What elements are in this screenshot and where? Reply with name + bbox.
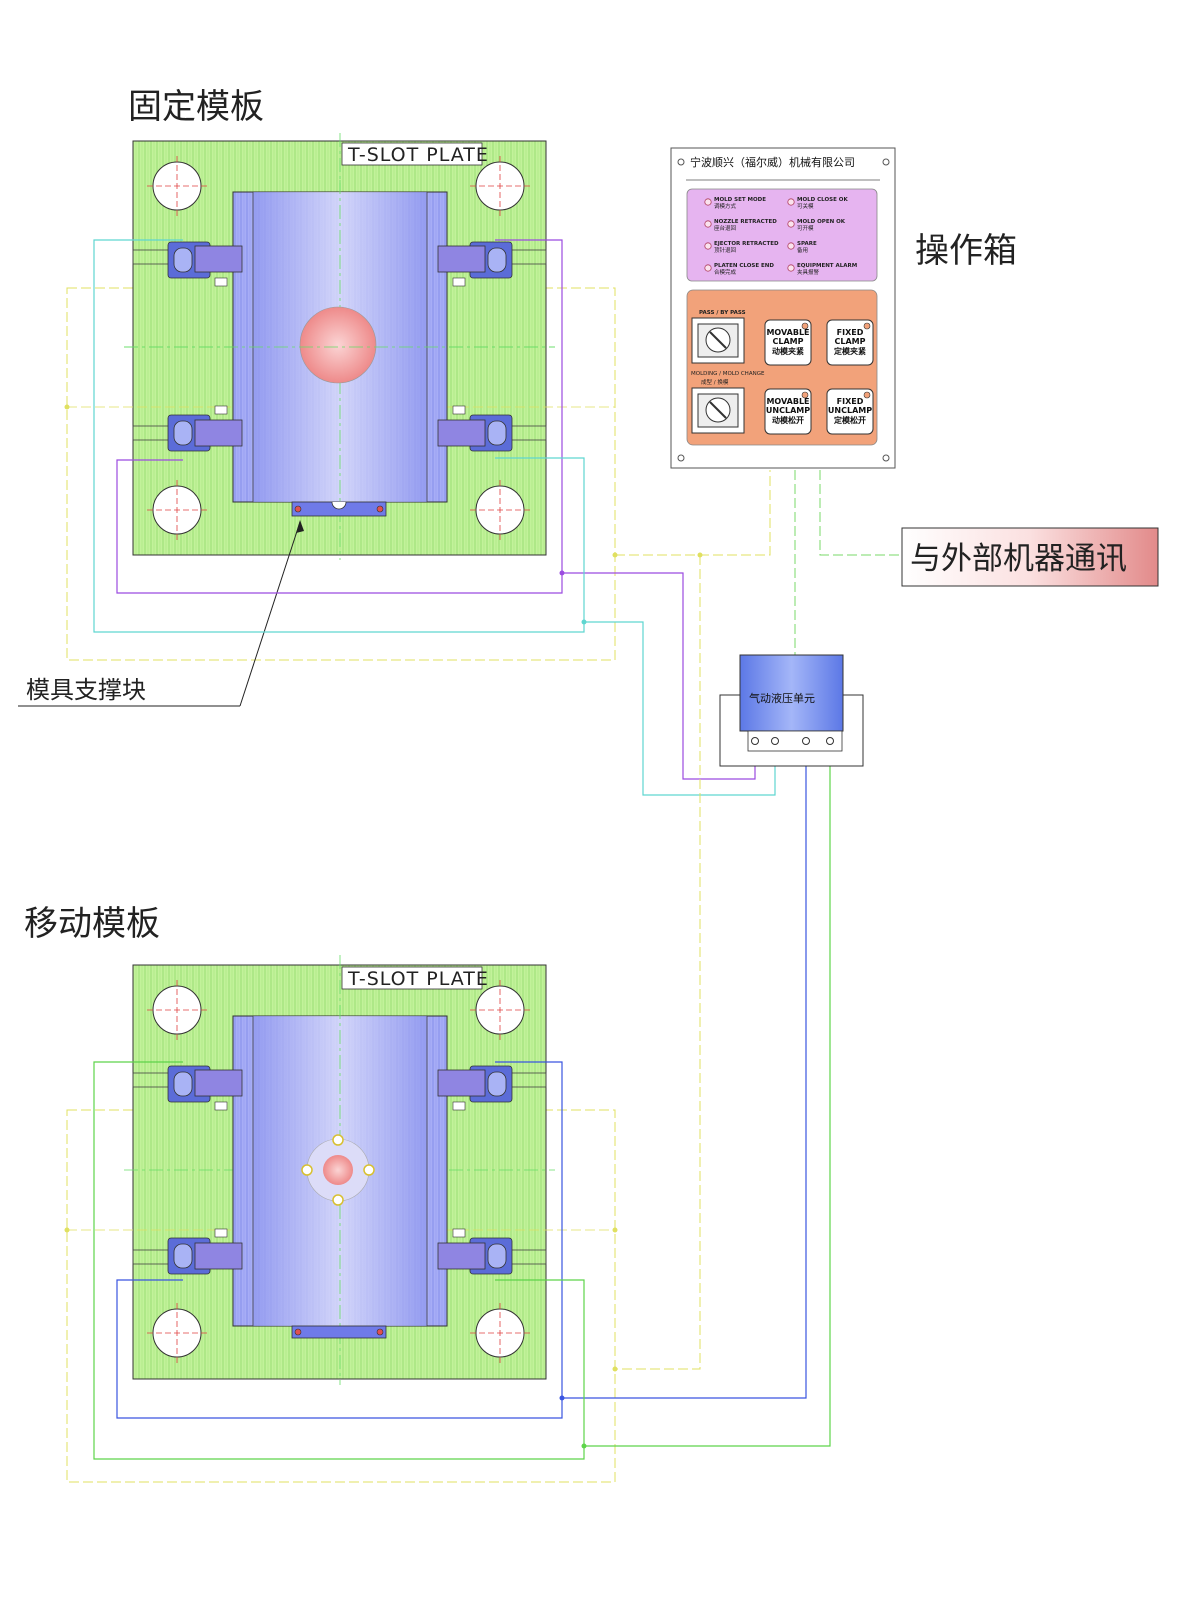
button-led-icon bbox=[801, 391, 809, 399]
button-label: MOVABLE bbox=[766, 328, 809, 337]
moving-plate-title: 移动模板 bbox=[24, 904, 160, 944]
clamp-unit bbox=[437, 241, 513, 287]
hydraulic-unit-label: 气动液压单元 bbox=[749, 691, 815, 705]
indicator-label-en: PLATEN CLOSE END bbox=[714, 263, 774, 269]
indicator-label-en: NOZZLE RETRACTED bbox=[714, 219, 777, 225]
moving-platen-drawing: T-SLOT PLATE bbox=[64, 955, 618, 1483]
external-comm-box: 与外部机器通讯 bbox=[901, 527, 1159, 587]
indicator-label-cn: 座台退回 bbox=[714, 224, 737, 232]
button-label: UNCLAMP bbox=[766, 406, 810, 415]
clamp-unit bbox=[437, 1065, 513, 1111]
clamp-unit bbox=[437, 1228, 513, 1275]
indicator-label-cn: 可开模 bbox=[797, 224, 814, 232]
button-led-icon bbox=[863, 322, 871, 330]
lamp-icon bbox=[787, 242, 795, 250]
button-label: 动模松开 bbox=[772, 415, 804, 425]
lamp-icon bbox=[704, 242, 712, 250]
clamp-unit bbox=[167, 241, 243, 287]
operation-box-title: 操作箱 bbox=[915, 231, 1017, 271]
button-led-icon bbox=[801, 322, 809, 330]
clamp-unit bbox=[167, 1065, 243, 1111]
lamp-icon bbox=[704, 264, 712, 272]
indicator-label-cn: 可关模 bbox=[797, 202, 814, 210]
lamp-icon bbox=[704, 220, 712, 228]
switch-bypass-label: PASS / BY PASS bbox=[699, 310, 746, 316]
fixed-plate-title: 固定模板 bbox=[128, 87, 264, 127]
button-label: CLAMP bbox=[835, 337, 866, 346]
button-led-icon bbox=[863, 391, 871, 399]
indicator-label-en: EQUIPMENT ALARM bbox=[797, 263, 857, 269]
button-label: FIXED bbox=[837, 328, 864, 337]
tslot-label-bottom: T-SLOT PLATE bbox=[347, 968, 489, 990]
bypass-selector-switch[interactable] bbox=[691, 317, 745, 364]
button-label: UNCLAMP bbox=[828, 406, 872, 415]
indicator-label-en: SPARE bbox=[797, 241, 817, 247]
panel-company-name: 宁波顺兴（福尔威）机械有限公司 bbox=[690, 155, 855, 169]
switch-mold-change-cn: 成型 / 换模 bbox=[701, 378, 729, 386]
tie-bar-hole bbox=[470, 1303, 530, 1363]
clamp-unit bbox=[167, 405, 243, 452]
indicator-label-en: MOLD OPEN OK bbox=[797, 219, 846, 225]
clamp-unit bbox=[437, 405, 513, 452]
indicator-label-cn: 顶针退回 bbox=[714, 246, 737, 254]
indicator-label-en: MOLD CLOSE OK bbox=[797, 197, 848, 203]
switch-mold-change-label: MOLDING / MOLD CHANGE bbox=[691, 371, 765, 377]
indicator-label-en: EJECTOR RETRACTED bbox=[714, 241, 779, 247]
tslot-label-top: T-SLOT PLATE bbox=[347, 144, 489, 166]
lamp-icon bbox=[787, 220, 795, 228]
button-label: CLAMP bbox=[773, 337, 804, 346]
wiring bbox=[93, 239, 902, 1460]
lamp-icon bbox=[787, 264, 795, 272]
indicator-section bbox=[686, 188, 878, 282]
tie-bar-hole bbox=[147, 480, 207, 540]
indicator-label-en: MOLD SET MODE bbox=[714, 197, 766, 203]
button-label: 定模松开 bbox=[833, 415, 866, 425]
tie-bar-hole bbox=[147, 1303, 207, 1363]
indicator-label-cn: 备用 bbox=[797, 246, 808, 254]
indicator-label-cn: 合模完成 bbox=[714, 268, 737, 276]
pneumatic-hydraulic-unit: 气动液压单元 bbox=[719, 654, 864, 767]
tie-bar-hole bbox=[470, 980, 530, 1040]
tie-bar-hole bbox=[470, 156, 530, 216]
tie-bar-hole bbox=[470, 480, 530, 540]
button-label: 动模夹紧 bbox=[772, 346, 804, 356]
tie-bar-hole bbox=[147, 156, 207, 216]
button-label: 定模夹紧 bbox=[833, 346, 866, 356]
button-label: MOVABLE bbox=[766, 397, 809, 406]
indicator-label-cn: 夹具报警 bbox=[797, 268, 820, 276]
external-comm-label: 与外部机器通讯 bbox=[910, 541, 1127, 577]
lamp-icon bbox=[787, 198, 795, 206]
ejector-plate bbox=[301, 1134, 375, 1206]
mold-support-label: 模具支撑块 bbox=[26, 676, 146, 704]
tie-bar-hole bbox=[147, 980, 207, 1040]
mold-change-selector-switch[interactable] bbox=[691, 387, 745, 434]
clamp-unit bbox=[167, 1228, 243, 1275]
mold-support-block bbox=[291, 1325, 387, 1339]
lamp-icon bbox=[704, 198, 712, 206]
mold-support-block bbox=[291, 501, 387, 517]
fixed-platen-drawing: T-SLOT PLATE bbox=[64, 133, 616, 661]
indicator-label-cn: 调模方式 bbox=[714, 202, 737, 210]
locating-ring bbox=[299, 306, 377, 384]
button-label: FIXED bbox=[837, 397, 864, 406]
